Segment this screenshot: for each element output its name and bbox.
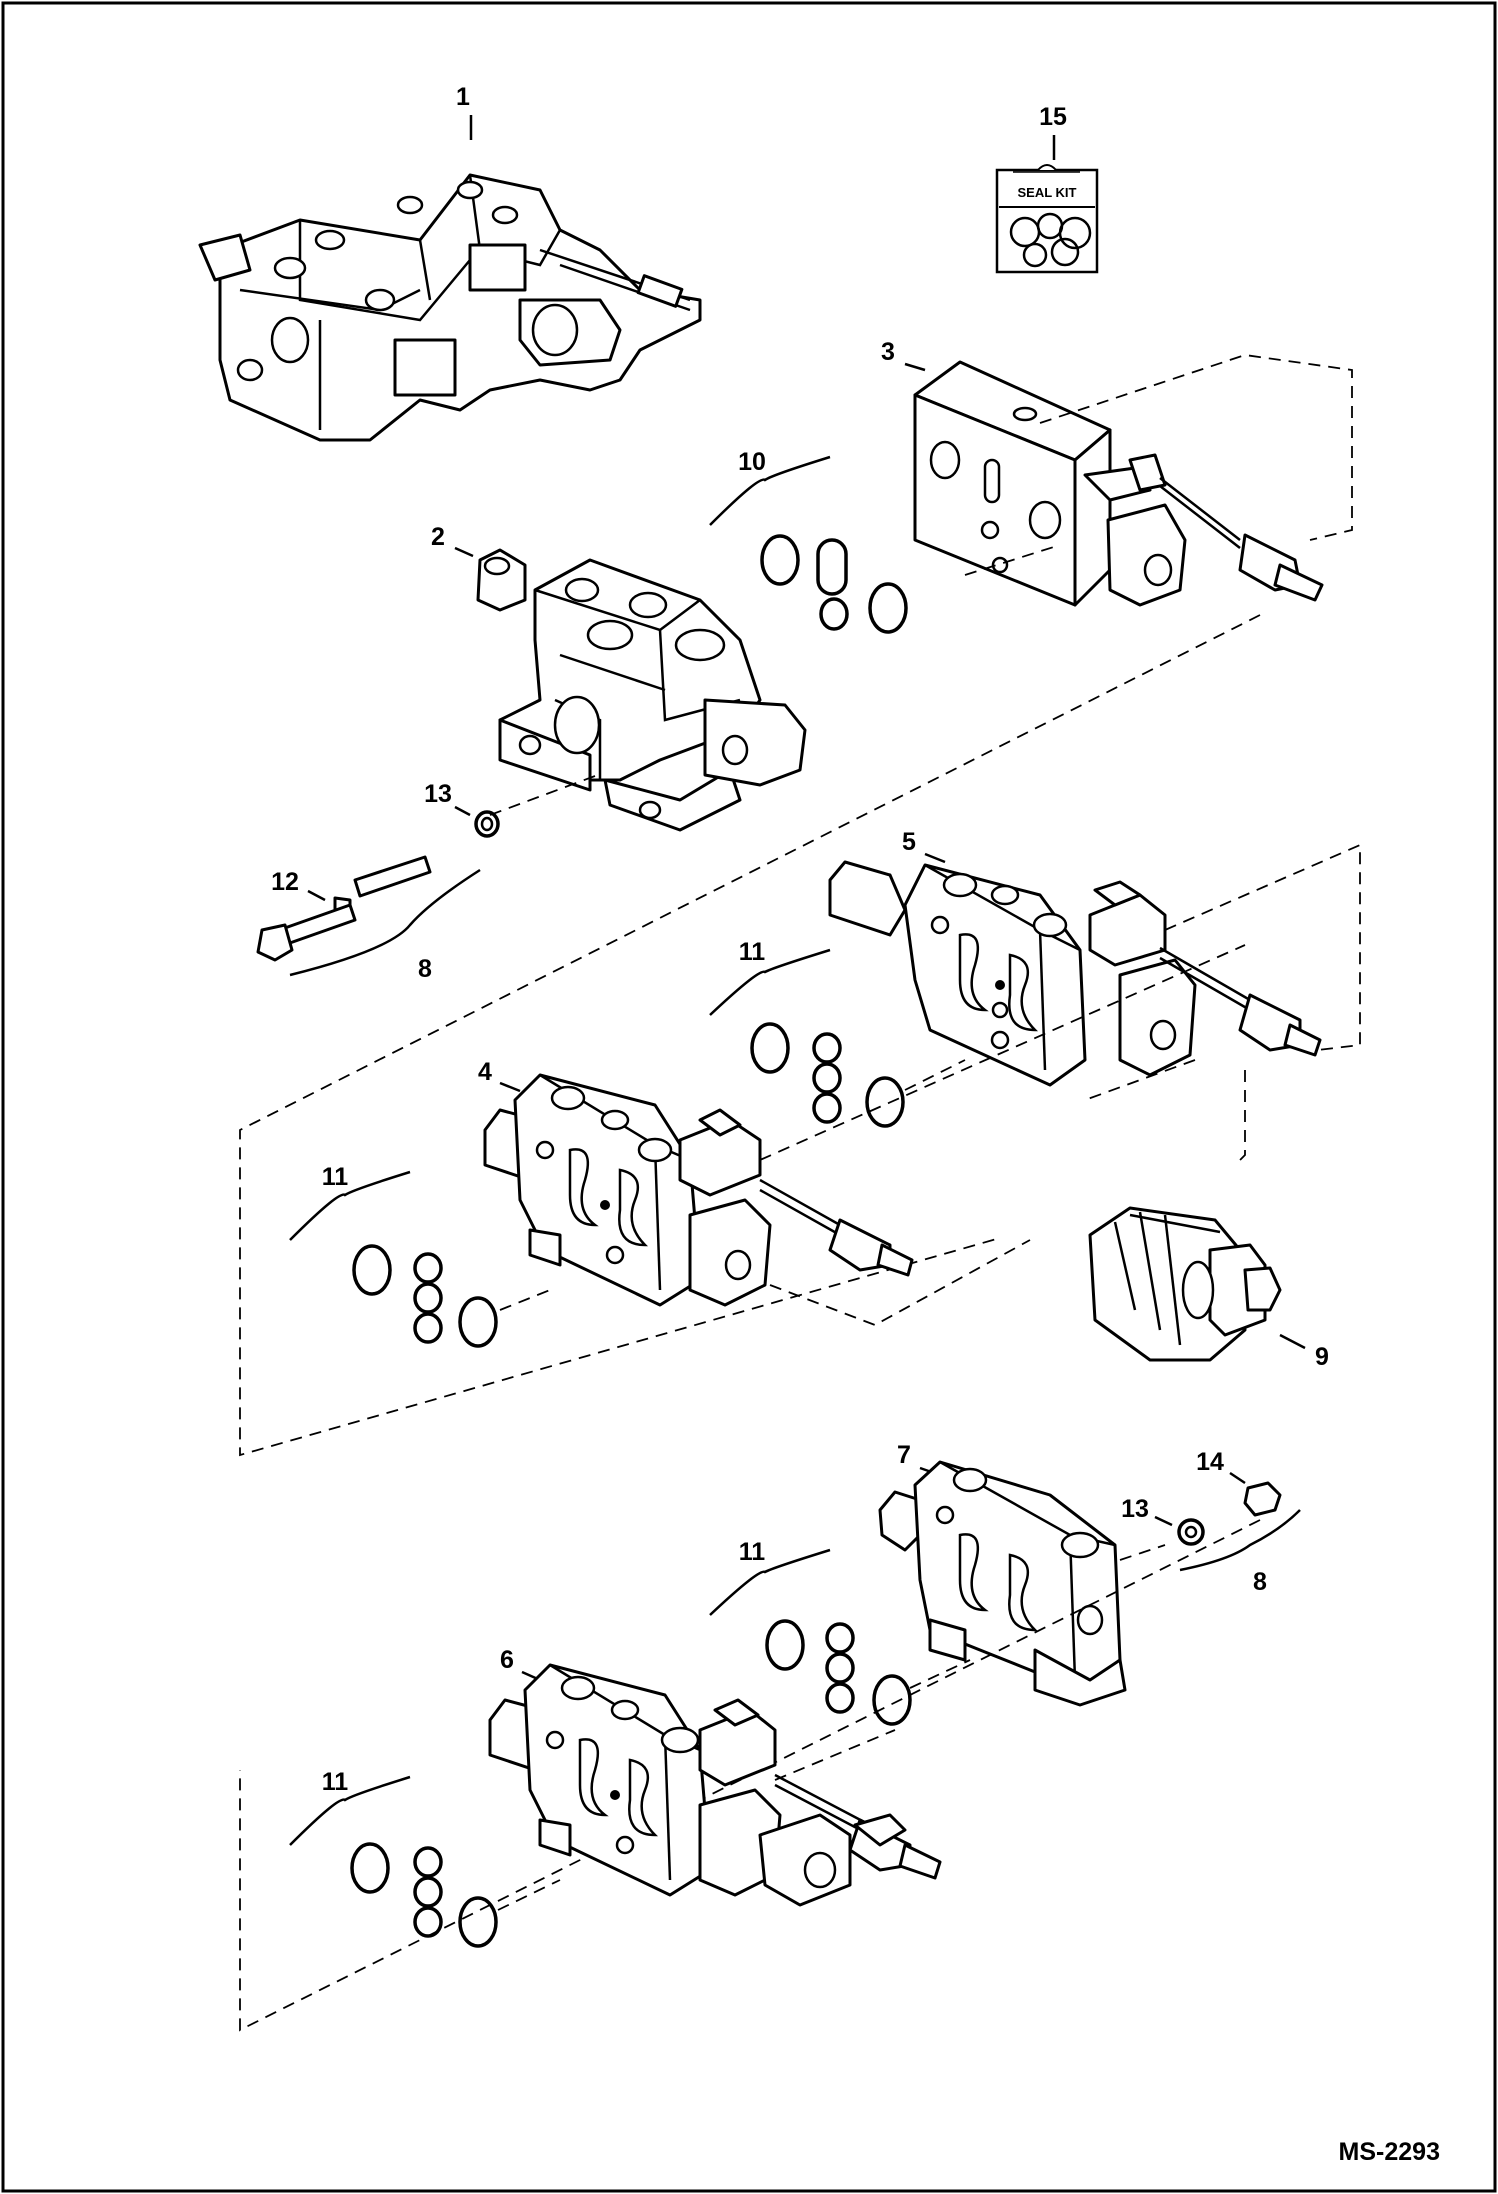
- callout-7: 7: [897, 1441, 911, 1469]
- end-cap-9-illustration: [1088, 1206, 1282, 1362]
- callout-13-top: 13: [424, 780, 452, 808]
- callout-13-bottom: 13: [1121, 1495, 1149, 1523]
- callout-1: 1: [456, 83, 470, 111]
- section-7-illustration: [878, 1460, 1127, 1707]
- callout-11-c: 11: [739, 1538, 766, 1566]
- callout-15: 15: [1039, 103, 1067, 131]
- callout-2: 2: [431, 523, 445, 551]
- valve-assembly-illustration: [198, 173, 702, 442]
- inlet-section-2-illustration: [476, 548, 807, 832]
- section-6-illustration: [488, 1663, 942, 1907]
- callout-11-a: 11: [739, 938, 766, 966]
- section-4-illustration: [483, 1073, 914, 1307]
- callout-5: 5: [902, 828, 916, 856]
- seal-kit-label: SEAL KIT: [1018, 185, 1077, 200]
- section-3-illustration: [913, 360, 1324, 607]
- section-5-illustration: [828, 860, 1322, 1087]
- callout-10: 10: [738, 448, 766, 476]
- seal-kit-illustration: SEAL KIT: [995, 164, 1099, 274]
- callout-4: 4: [478, 1058, 492, 1086]
- drawing-code: MS-2293: [1339, 2138, 1440, 2166]
- callout-9: 9: [1315, 1343, 1329, 1371]
- callout-11-b: 11: [322, 1163, 349, 1191]
- callout-8-bottom: 8: [1253, 1568, 1267, 1596]
- callout-11-d: 11: [322, 1768, 349, 1796]
- callout-8-top: 8: [418, 955, 432, 983]
- callout-14: 14: [1196, 1448, 1224, 1476]
- callout-6: 6: [500, 1646, 514, 1674]
- callout-3: 3: [881, 338, 895, 366]
- callout-12: 12: [271, 868, 299, 896]
